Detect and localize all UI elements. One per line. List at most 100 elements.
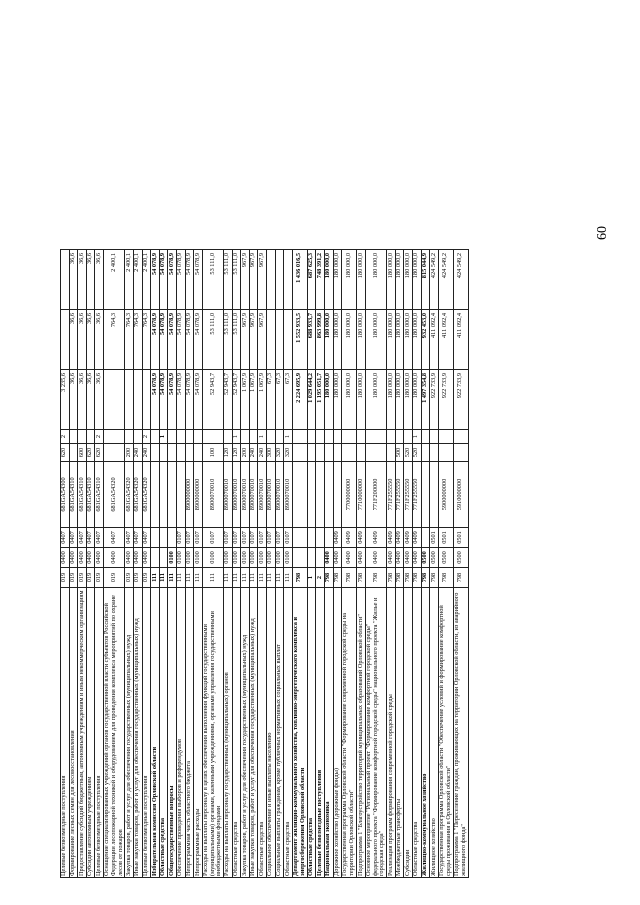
row-name: Государственная программа Орловской обла…	[438, 587, 454, 878]
row-subsection: 0407	[103, 527, 125, 548]
row-expense-type: 120	[232, 443, 241, 462]
row-subsection: 0501	[438, 527, 454, 548]
row-section: 0100	[257, 547, 267, 568]
row-value-3: 180 000,0	[333, 249, 342, 310]
row-value-2: 180 000,0	[365, 309, 387, 370]
row-value-1: 52 943,7	[232, 369, 241, 430]
row-source	[103, 429, 125, 444]
row-name: Областные средства	[232, 587, 241, 878]
row-value-1: 180 000,0	[403, 369, 413, 430]
row-target-article: 681GA54300	[60, 461, 70, 528]
row-source: 1	[232, 429, 241, 444]
row-section: 0400	[412, 547, 422, 568]
row-value-1: 52 943,7	[202, 369, 224, 430]
row-source: 1	[257, 429, 267, 444]
row-blank-margin	[395, 48, 404, 250]
row-subsection: 0409	[395, 527, 404, 548]
row-value-2	[266, 309, 276, 370]
row-name: Расходы на выплаты персоналу в целях обе…	[202, 587, 224, 878]
row-value-2: 967,9	[257, 309, 267, 370]
row-subsection: 0409	[412, 527, 422, 548]
row-expense-type	[193, 443, 203, 462]
row-blank-margin	[438, 48, 453, 250]
row-section: 0100	[232, 547, 241, 568]
row-grbs: 798	[333, 567, 342, 588]
row-source	[421, 429, 430, 444]
rotated-page: Целевые безвозмездные поступления 019 0400…	[60, 48, 587, 878]
row-expense-type: 620	[94, 443, 104, 462]
row-value-2: 54 078,9	[176, 309, 186, 370]
row-grbs: 111	[240, 567, 250, 588]
row-target-article: 681GA54310	[69, 461, 78, 528]
row-expense-type	[333, 443, 342, 462]
row-section: 0500	[429, 547, 439, 568]
row-target-article: 8900070010	[223, 461, 233, 528]
row-value-1: 922 733,9	[453, 369, 469, 430]
row-value-2	[60, 309, 70, 370]
row-blank-margin	[78, 48, 87, 250]
row-target-article: 8900070010	[275, 461, 284, 528]
row-source: 2	[94, 429, 104, 444]
row-subsection	[421, 527, 430, 548]
row-subsection: 0107	[232, 527, 241, 548]
row-source	[365, 429, 387, 444]
row-blank-margin	[168, 48, 177, 250]
row-target-article: 7710000000	[356, 461, 366, 528]
row-subsection: 0407	[77, 527, 87, 548]
row-value-3: 967,9	[257, 249, 267, 310]
row-value-2: 180 000,0	[412, 309, 422, 370]
row-target-article: 771F255550	[386, 461, 396, 528]
row-blank-margin	[95, 48, 104, 250]
row-expense-type	[292, 443, 308, 462]
row-target-article: 771F255550	[403, 461, 413, 528]
table-row: Социальные выплаты гражданам, кроме публ…	[275, 48, 284, 878]
row-grbs: 111	[275, 567, 284, 588]
row-value-3: 2 400,1	[133, 249, 143, 310]
row-value-2: 53 111,0	[232, 309, 241, 370]
row-subsection: 0107	[223, 527, 233, 548]
row-target-article: 681GA54310	[86, 461, 95, 528]
row-source: 1	[412, 429, 422, 444]
row-expense-type	[438, 443, 454, 462]
row-value-2: 54 078,9	[185, 309, 194, 370]
row-value-2: 932 453,0	[421, 309, 430, 370]
row-section: 0100	[176, 547, 186, 568]
row-section: 0100	[240, 547, 250, 568]
row-subsection: 0107	[275, 527, 284, 548]
row-expense-type: 520	[412, 443, 422, 462]
row-section: 0100	[266, 547, 276, 568]
row-expense-type: 240	[142, 443, 151, 462]
row-value-1: 180 000,0	[341, 369, 357, 430]
row-grbs: 111	[176, 567, 186, 588]
table-row: Предоставление субсидий бюджетным, автон…	[77, 48, 87, 878]
row-grbs: 019	[86, 567, 95, 588]
row-value-2: 688 933,7	[307, 309, 316, 370]
row-value-3: 180 000,0	[356, 249, 366, 310]
row-value-3: 180 000,0	[386, 249, 396, 310]
row-blank-margin	[69, 48, 78, 250]
row-target-article: 771F200000	[365, 461, 387, 528]
row-grbs: 111	[150, 567, 160, 588]
row-value-3: 53 111,0	[232, 249, 241, 310]
row-name: Иные закупки товаров, работ и услуг для …	[133, 587, 143, 878]
row-name: Целевые безвозмездные поступления	[60, 587, 70, 878]
row-target-article: 681GA54320	[124, 461, 134, 528]
row-expense-type	[324, 443, 334, 462]
row-grbs: 798	[324, 567, 334, 588]
row-expense-type	[453, 443, 469, 462]
table-row: Обеспечение проведения выборов и референ…	[176, 48, 186, 878]
row-target-article: 5910000000	[453, 461, 469, 528]
row-blank-margin	[453, 48, 468, 250]
row-grbs: 798	[421, 567, 430, 588]
row-source	[275, 429, 284, 444]
row-blank-margin	[249, 48, 258, 250]
row-section: 0100	[283, 547, 293, 568]
row-value-1: 67,3	[266, 369, 276, 430]
row-subsection	[159, 527, 168, 548]
row-grbs: 798	[403, 567, 413, 588]
row-source: 1	[283, 429, 293, 444]
row-expense-type: 240	[257, 443, 267, 462]
row-value-3: 180 000,0	[341, 249, 357, 310]
